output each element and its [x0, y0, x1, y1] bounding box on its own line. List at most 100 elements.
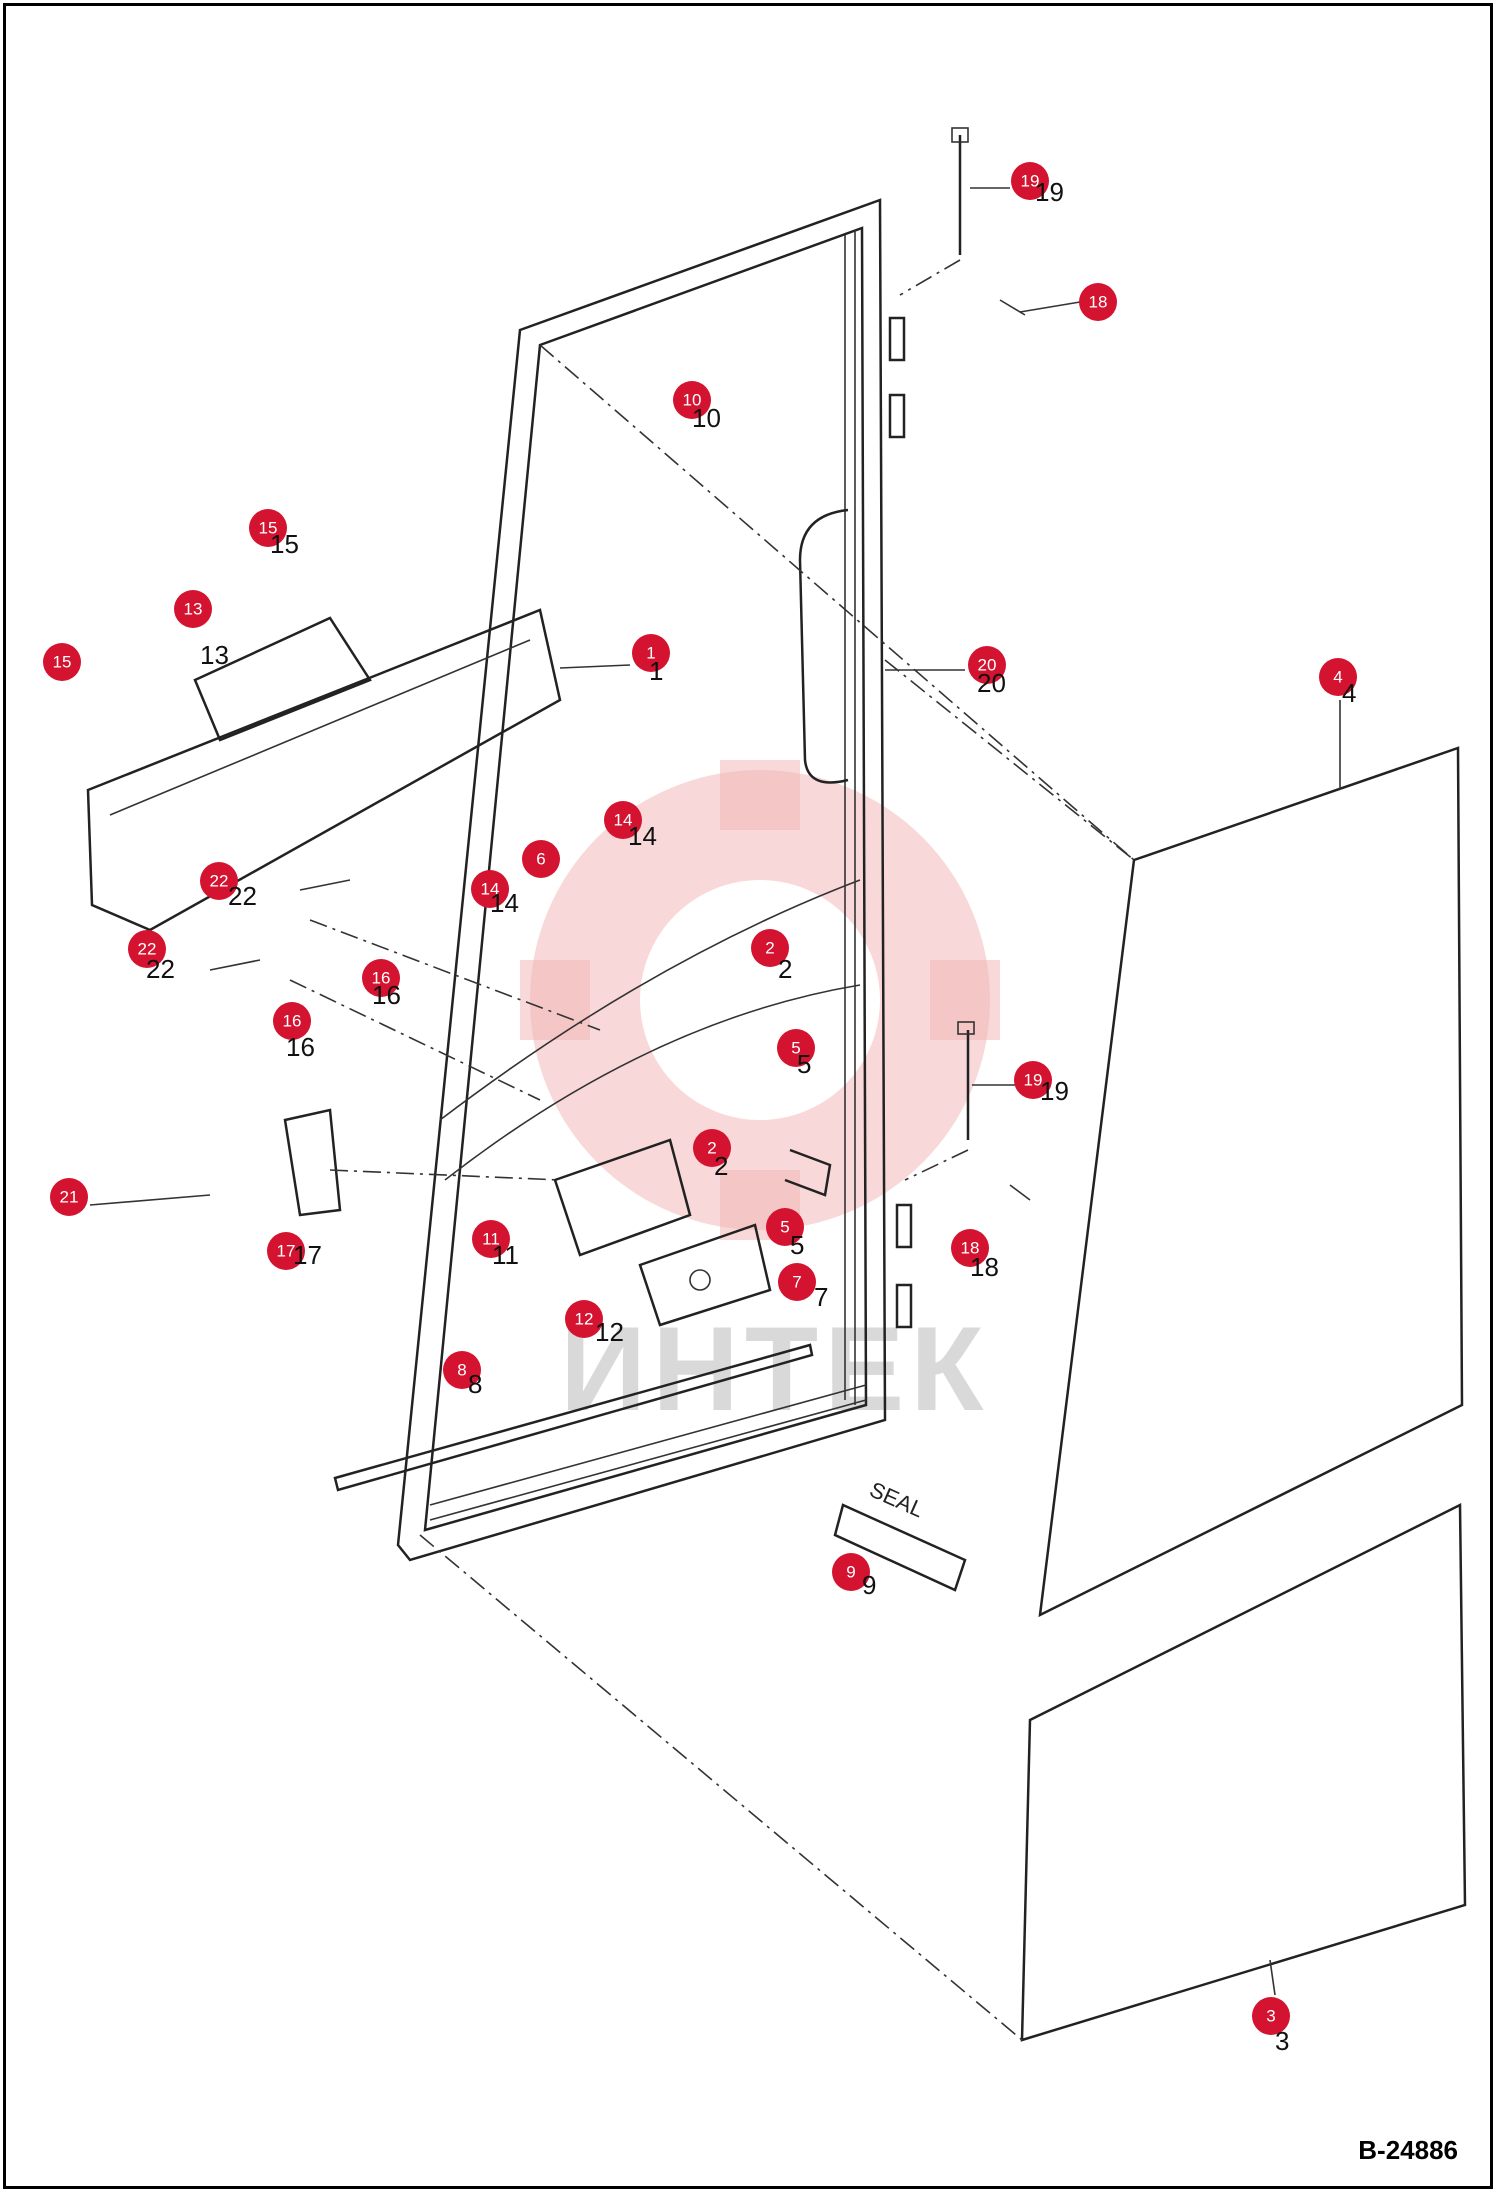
part-number-22: 22: [146, 954, 175, 984]
svg-text:2: 2: [765, 939, 774, 958]
svg-text:11: 11: [482, 1230, 500, 1249]
callout-9: 9: [832, 1553, 870, 1591]
callout-15: 15: [43, 643, 81, 681]
callout-7: 7: [778, 1263, 816, 1301]
part-number-14: 14: [628, 821, 657, 851]
part-number-5: 5: [797, 1049, 811, 1079]
svg-text:22: 22: [138, 940, 157, 959]
svg-text:16: 16: [283, 1012, 302, 1031]
svg-text:4: 4: [1333, 668, 1342, 687]
svg-text:18: 18: [1089, 293, 1108, 312]
watermark-text: ИНТЕК: [560, 1302, 990, 1436]
callout-18: 18: [1079, 283, 1117, 321]
callout-18: 18: [951, 1229, 989, 1267]
part-number-15: 15: [270, 529, 299, 559]
part-number-17: 17: [293, 1240, 322, 1270]
callout-3: 3: [1252, 1997, 1290, 2035]
svg-text:3: 3: [1266, 2007, 1275, 2026]
callout-19: 19: [1014, 1061, 1052, 1099]
grab-bar-1: [86, 608, 562, 932]
svg-text:12: 12: [575, 1310, 594, 1329]
glass-panel-4: [1038, 746, 1464, 1618]
callout-10: 10: [673, 381, 711, 419]
part-number-16: 16: [286, 1032, 315, 1062]
svg-text:2: 2: [707, 1139, 716, 1158]
watermark-gear-icon: [520, 760, 1000, 1240]
svg-text:9: 9: [846, 1563, 855, 1582]
callout-17: 17: [267, 1232, 305, 1270]
striker-17: [283, 1108, 342, 1217]
part-number-22: 22: [228, 881, 257, 911]
callout-11: 11: [472, 1220, 510, 1258]
rod-7: [784, 1148, 832, 1197]
lower-hinge: [895, 1021, 1031, 1329]
svg-text:19: 19: [1024, 1071, 1043, 1090]
part-number-9: 9: [862, 1570, 876, 1600]
callout-14: 14: [471, 870, 509, 908]
callout-6: 6: [522, 840, 560, 878]
part-number-20: 20: [977, 668, 1006, 698]
callout-19: 19: [1011, 162, 1049, 200]
svg-text:5: 5: [780, 1218, 789, 1237]
callout-14: 14: [604, 801, 642, 839]
callout-13: 13: [174, 590, 212, 628]
callout-5: 5: [777, 1029, 815, 1067]
svg-text:20: 20: [978, 656, 997, 675]
callout-16: 16: [362, 959, 400, 997]
part-number-8: 8: [468, 1369, 482, 1399]
part-number-1: 1: [649, 656, 663, 686]
callout-4: 4: [1319, 658, 1357, 696]
part-number-11: 11: [492, 1240, 519, 1270]
callout-22: 22: [200, 862, 238, 900]
part-number-10: 10: [692, 403, 721, 433]
callout-8: 8: [443, 1351, 481, 1389]
latch-housing-11: [553, 1138, 692, 1257]
callout-22: 22: [128, 930, 166, 968]
door-frame: [396, 198, 887, 1562]
part-number-2: 2: [714, 1151, 728, 1181]
svg-text:14: 14: [614, 811, 633, 830]
reference-code: B-24886: [1358, 2135, 1458, 2165]
svg-text:10: 10: [683, 391, 702, 410]
svg-text:21: 21: [60, 1188, 79, 1207]
handle-13: [193, 616, 372, 742]
inner-grab-handle: [798, 508, 849, 784]
callout-5: 5: [766, 1208, 804, 1246]
svg-text:5: 5: [791, 1039, 800, 1058]
seal-9: [833, 1503, 967, 1592]
svg-text:14: 14: [481, 880, 500, 899]
part-number-13: 13: [200, 640, 229, 670]
upper-hinge: [888, 127, 1026, 439]
svg-text:1: 1: [646, 644, 655, 663]
svg-text:15: 15: [259, 519, 278, 538]
svg-text:19: 19: [1021, 172, 1040, 191]
svg-text:6: 6: [536, 850, 545, 869]
part-number-19: 19: [1040, 1076, 1069, 1106]
callout-12: 12: [565, 1300, 603, 1338]
part-number-2: 2: [778, 954, 792, 984]
part-number-16: 16: [372, 980, 401, 1010]
construction-lines: [289, 344, 1135, 2041]
svg-text:22: 22: [210, 872, 229, 891]
svg-text:15: 15: [53, 653, 72, 672]
callout-20: 20: [968, 646, 1006, 684]
callout-16: 16: [273, 1002, 311, 1040]
callout-21: 21: [50, 1178, 88, 1216]
svg-text:8: 8: [457, 1361, 466, 1380]
svg-text:13: 13: [184, 600, 203, 619]
callout-2: 2: [751, 929, 789, 967]
part-number-5: 5: [790, 1230, 804, 1260]
drawing-frame: [3, 3, 1493, 2189]
callout-1: 1: [632, 634, 670, 672]
seal-label: SEAL: [866, 1477, 928, 1523]
part-number-7: 7: [814, 1282, 828, 1312]
glass-panel-3: [1020, 1502, 1467, 2042]
callout-15: 15: [249, 509, 287, 547]
svg-text:7: 7: [792, 1273, 801, 1292]
latch-handle-12: [638, 1223, 772, 1327]
part-number-12: 12: [595, 1317, 624, 1347]
svg-text:17: 17: [277, 1242, 296, 1261]
